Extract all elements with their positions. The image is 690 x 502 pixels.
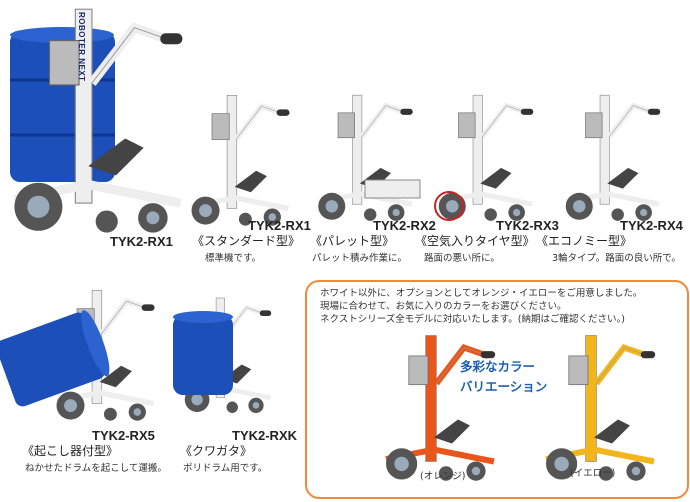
color-note: ホワイト以外に、オプションとしてオレンジ・イエローをご用意しました。 bbox=[320, 288, 643, 299]
rx4-image bbox=[555, 90, 670, 225]
product-model: TYK2-RX2 bbox=[373, 218, 436, 233]
color-option-panel bbox=[305, 280, 689, 499]
product-desc: ねかせたドラムを起こして運搬。 bbox=[25, 463, 167, 474]
color-note: 現場に合わせて、お気に入りのカラーをお選びください。 bbox=[320, 301, 567, 312]
product-type: 《スタンダード型》 bbox=[192, 234, 301, 248]
product-model: TYK2-RX5 bbox=[92, 428, 155, 443]
product-type: 《パレット型》 bbox=[310, 234, 395, 248]
product-model: TYK2-RX4 bbox=[620, 218, 683, 233]
product-model: TYK2-RX3 bbox=[496, 218, 559, 233]
product-desc: パレット積み作業に。 bbox=[312, 253, 408, 264]
color-note: ネクストシリーズ全モデルに対応いたします。(納期はご確認ください。) bbox=[320, 314, 625, 325]
rx1-main-image bbox=[0, 0, 200, 245]
product-desc: ポリドラム用です。 bbox=[183, 463, 268, 474]
headline-line: バリエーション bbox=[460, 379, 548, 394]
product-type: 《クワガタ》 bbox=[180, 444, 253, 458]
color-headline: 多彩なカラー バリエーション bbox=[460, 357, 547, 397]
brand-logo-text: ROBOTER NEXT bbox=[77, 12, 86, 82]
yellow-caption: (イエロー) bbox=[570, 468, 616, 479]
rxk-image bbox=[173, 285, 275, 430]
product-desc: 3輪タイプ。路面の良い所で。 bbox=[552, 253, 681, 264]
rx3-image bbox=[434, 90, 543, 225]
rx5-image bbox=[0, 285, 160, 430]
product-model: TYK2-RX1 bbox=[248, 218, 311, 233]
product-desc: 標準機です。 bbox=[205, 253, 262, 264]
rx2-image bbox=[305, 90, 421, 225]
headline-line: 多彩なカラー bbox=[460, 359, 536, 374]
product-model: TYK2-RX1 bbox=[110, 234, 173, 249]
product-type: 《起こし器付型》 bbox=[22, 444, 119, 458]
rx1-image bbox=[180, 90, 300, 230]
orange-caption: (オレンジ) bbox=[420, 471, 466, 482]
product-type: 《エコノミー型》 bbox=[536, 234, 633, 248]
product-desc: 路面の悪い所に。 bbox=[424, 253, 501, 264]
product-model: TYK2-RXK bbox=[232, 428, 298, 443]
product-type: 《空気入りタイヤ型》 bbox=[415, 234, 535, 248]
